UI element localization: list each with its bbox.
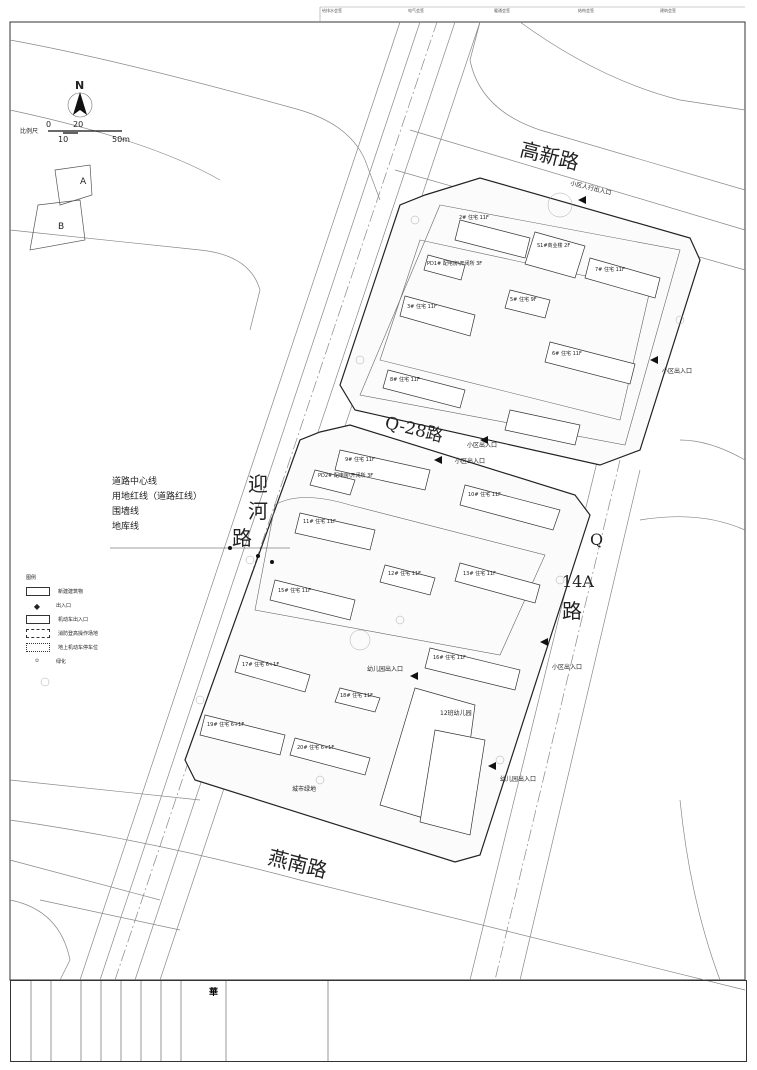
entrance-label: 幼儿园出入口 <box>367 666 404 673</box>
entrance-arrow-icon <box>540 638 548 646</box>
header-stamp: 给排水会签 <box>322 8 342 13</box>
building-label: 6# 住宅 11F <box>552 351 582 357</box>
entrance-arrow-icon <box>488 762 496 770</box>
scale-label: 比例尺 <box>20 128 39 135</box>
entrance-arrow-icon <box>650 356 658 364</box>
scale-tick: 10 <box>58 135 69 144</box>
north-label: N <box>75 79 85 92</box>
header-stamp: 电气会签 <box>408 8 424 13</box>
north-residential-block <box>339 177 701 466</box>
road-label-yinghe: 河 <box>248 499 268 523</box>
building-label: 16# 住宅 11F <box>433 655 467 661</box>
legend: 图例 新建建筑物 ◆ 出入口 机动车出入口 消防登高操作场地 地上机动车停车位 ✿… <box>26 574 98 668</box>
building-label: PD1# 配电房\开闭所 3F <box>427 261 483 267</box>
building-label: 12# 住宅 11F <box>388 571 422 577</box>
building-label: 9# 住宅 11F <box>345 457 375 463</box>
entrance-arrow-icon <box>434 456 442 464</box>
line-legend-item: 道路中心线 <box>112 477 158 487</box>
entrance-arrow-icon: ◆ <box>33 601 41 611</box>
building-label: 17# 住宅 6+1F <box>242 662 280 668</box>
parking-icon <box>26 642 50 652</box>
plot-label-a: A <box>80 177 87 187</box>
line-legend-item: 围墙线 <box>112 507 140 517</box>
svg-text:華: 華 <box>209 986 218 998</box>
legend-item: 地上机动车停车位 <box>58 644 99 651</box>
legend-item: 机动车出入口 <box>58 616 89 623</box>
header-stamp: 建筑会签 <box>660 8 676 13</box>
road-label-yinghe: 迎 <box>248 472 268 496</box>
greenery <box>40 192 685 785</box>
line-legend-item: 地库线 <box>112 522 140 532</box>
building-label: 3# 住宅 11F <box>407 304 437 310</box>
building-label: PD2# 配电房\开闭所 3F <box>318 473 374 479</box>
building-label: 10# 住宅 11F <box>468 492 502 498</box>
building-label: 19# 住宅 6+1F <box>207 722 245 728</box>
entrance-label: 幼儿园出入口 <box>500 776 537 783</box>
scale-tick: 0 <box>46 120 52 129</box>
legend-title: 图例 <box>26 575 37 581</box>
road-label-14a: 14A <box>562 572 594 591</box>
legend-item: 绿化 <box>56 658 67 665</box>
building-label: 13# 住宅 11F <box>463 571 497 577</box>
header-stamp: 暖通会签 <box>494 8 510 13</box>
roads <box>9 21 746 991</box>
entrance-label: 小区出入口 <box>662 368 693 375</box>
kindergarten-label: 12班幼儿园 <box>440 710 472 717</box>
header-stamp: 结构会签 <box>578 8 594 13</box>
building-label: 5# 住宅 9F <box>510 297 537 303</box>
tree-icon: ✿ <box>34 657 40 664</box>
building-label: S1#商业楼 2F <box>537 243 571 249</box>
building-label: 20# 住宅 6+1F <box>297 745 335 751</box>
entrance-label: 小区出入口 <box>467 442 498 449</box>
north-arrow-icon <box>67 92 93 118</box>
green-belt-label: 城市绿地 <box>292 786 317 793</box>
plot-outlines <box>29 164 93 251</box>
entrance-label: 小区出入口 <box>552 664 583 671</box>
vehicle-entrance-icon <box>26 614 50 624</box>
title-block: 華 <box>10 980 747 1062</box>
scale-tick: 50m <box>112 135 130 144</box>
road-label-yinghe: 路 <box>232 526 252 550</box>
building-label: 8# 住宅 11F <box>390 377 420 383</box>
building-label: 15# 住宅 11F <box>278 588 312 594</box>
scale-tick: 20 <box>73 120 84 129</box>
scale-bar-icon <box>48 130 122 134</box>
entrance-arrow-icon <box>578 196 586 204</box>
building-label: 2# 住宅 11F <box>459 215 489 221</box>
entrance-label: 小区出入口 <box>455 458 486 465</box>
building-label: 11# 住宅 11F <box>303 519 337 525</box>
entrance-arrow-icon <box>480 436 488 444</box>
line-legend-item: 用地红线（道路红线） <box>112 492 203 502</box>
legend-item: 出入口 <box>56 602 72 609</box>
plot-label-b: B <box>58 222 65 232</box>
road-label-14a: Q <box>590 530 604 549</box>
building-label: 18# 住宅 11F <box>340 693 374 699</box>
building-label: 7# 住宅 11F <box>595 267 625 273</box>
south-residential-block <box>184 424 591 863</box>
legend-item: 新建建筑物 <box>58 588 84 595</box>
entrance-arrow-icon <box>410 672 418 680</box>
building-swatch-icon <box>26 586 50 596</box>
legend-item: 消防登高操作场地 <box>58 630 99 637</box>
fire-access-icon <box>26 628 50 638</box>
road-label-14a: 路 <box>562 599 582 623</box>
